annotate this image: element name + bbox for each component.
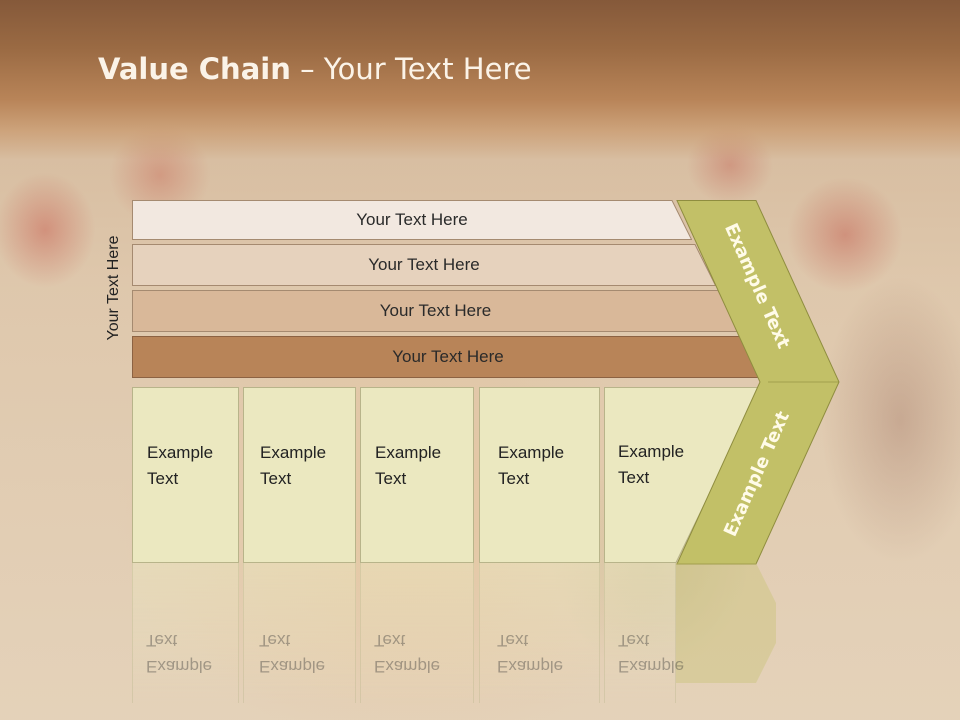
title-bold: Value Chain: [98, 52, 291, 86]
column-2-line1: Example: [260, 443, 327, 462]
column-5: Example Text: [604, 387, 762, 563]
bar-2-label: Your Text Here: [368, 255, 480, 274]
bar-3-label: Your Text Here: [379, 301, 492, 320]
header-band: [0, 0, 960, 160]
column-3-line1: Example: [375, 443, 442, 462]
column-3-line2: Text: [375, 469, 407, 488]
column-1-line1: Example: [147, 443, 214, 462]
column-5-line2: Text: [618, 468, 650, 487]
column-2-line2: Text: [260, 469, 292, 488]
bar-4: Your Text Here: [132, 336, 764, 378]
column-4-line2: Text: [498, 469, 530, 488]
side-label: Your Text Here: [105, 235, 122, 341]
slide-title: Value Chain – Your Text Here: [98, 52, 532, 86]
bar-4-label: Your Text Here: [392, 347, 504, 366]
column-4: Example Text: [479, 387, 600, 563]
bar-1-shape: [132, 200, 692, 240]
column-3: Example Text: [360, 387, 474, 563]
column-5-text: Example Text: [618, 439, 684, 491]
bar-1: Your Text Here: [132, 200, 692, 240]
bar-1-label: Your Text Here: [356, 210, 468, 229]
chevron-arrow: [676, 200, 840, 565]
column-2: Example Text: [243, 387, 356, 563]
column-5-shape: [604, 387, 762, 563]
bar-3: Your Text Here: [132, 290, 739, 332]
column-4-line1: Example: [498, 443, 565, 462]
column-5-line1: Example: [618, 442, 685, 461]
column-1-line2: Text: [147, 469, 179, 488]
title-rest: – Your Text Here: [290, 52, 532, 86]
bar-2: Your Text Here: [132, 244, 716, 286]
column-1: Example Text: [132, 387, 239, 563]
